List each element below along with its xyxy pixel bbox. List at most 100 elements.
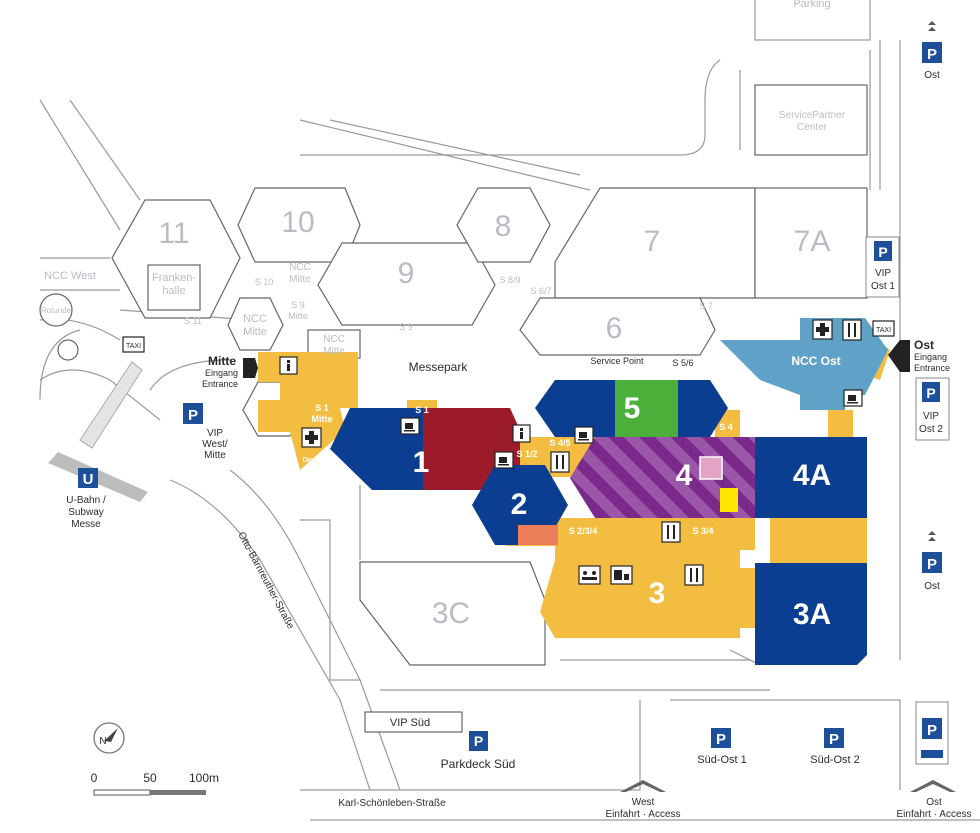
operation-label-2: Center: [308, 465, 330, 472]
coffee-icon-ost[interactable]: [843, 389, 863, 407]
ost-access[interactable]: Ost Einfahrt · Access: [896, 780, 972, 820]
frankenhalle-box: [147, 264, 201, 311]
restaurant-icon-2[interactable]: [661, 521, 681, 543]
ost-eingang: Eingang: [914, 352, 947, 362]
franken-label-2: halle: [162, 285, 185, 297]
coffee-icon-3[interactable]: [574, 426, 594, 444]
ubahn-ramp: [79, 361, 143, 449]
parking-sued-ost1[interactable]: P Süd-Ost 1: [697, 728, 747, 766]
svg-text:P: P: [927, 556, 937, 573]
street-otto-label: Otto-Bärnreuther-Straße: [235, 530, 296, 631]
svg-text:P: P: [188, 407, 198, 424]
ncc-mitte-hex: [227, 297, 284, 351]
taxi-sign-ost[interactable]: TAXI: [872, 320, 895, 337]
svg-text:P: P: [474, 733, 483, 749]
restaurant-icon-1[interactable]: [550, 451, 570, 473]
coffee-icon-2[interactable]: [494, 451, 514, 469]
info-icon-center[interactable]: [512, 424, 531, 443]
passage-s1-mitte-a: S 1: [315, 403, 329, 413]
passage-s45: S 4/5: [549, 438, 570, 448]
ncc-mitte-a: NCC: [243, 313, 267, 325]
ubahn-sign[interactable]: U U-Bahn / Subway Messe: [66, 468, 106, 530]
ncc-west-label: NCC West: [44, 270, 96, 282]
parking-vip-west[interactable]: P VIP West/ Mitte: [183, 403, 228, 461]
hall-3a-shape: [755, 563, 867, 665]
service-point-label: Service Point: [590, 356, 644, 366]
operation-label-1: Operation: [302, 457, 335, 464]
svg-text:P: P: [829, 731, 839, 748]
passage-s10: S 10: [255, 277, 274, 287]
svg-text:VIP: VIP: [207, 428, 223, 439]
press-icon[interactable]: [610, 565, 633, 585]
hall-3a-label: 3A: [793, 598, 831, 631]
west-access[interactable]: West Einfahrt · Access: [605, 780, 681, 820]
taxi-sign-west[interactable]: TAXI: [122, 336, 145, 353]
hall-4-pink: [699, 456, 723, 480]
ncc-ost-label: NCC Ost: [791, 354, 840, 368]
hall-11-label: 11: [158, 217, 189, 250]
first-aid-icon-ost[interactable]: [812, 319, 833, 340]
svg-text:West: West: [632, 797, 655, 808]
hall-7a-shape: [754, 187, 868, 299]
hall-3c-shape: [359, 561, 546, 666]
hall-4a-label: 4A: [793, 459, 831, 492]
restaurant-icon-ost[interactable]: [842, 319, 862, 341]
coffee-icon-1[interactable]: [400, 417, 420, 435]
restaurant-icon-3[interactable]: [684, 564, 704, 586]
parking-ost-mid[interactable]: P Ost: [922, 531, 942, 592]
svg-text:P: P: [926, 385, 935, 401]
parking-top-label: Parking: [793, 0, 830, 10]
parking-bus[interactable]: P: [915, 701, 949, 765]
hall-9-label: 9: [398, 257, 415, 290]
conference-icon[interactable]: [578, 565, 601, 585]
svg-text:Ost: Ost: [924, 581, 940, 592]
svg-text:Ost 1: Ost 1: [871, 281, 895, 292]
hall-3c-label: 3C: [432, 597, 470, 630]
first-aid-icon-mitte[interactable]: [301, 427, 322, 448]
ost-title: Ost: [914, 338, 934, 352]
svg-text:U: U: [83, 471, 94, 488]
passage-s1: S 1: [415, 405, 429, 415]
info-icon-mitte[interactable]: [279, 356, 298, 375]
passage-s9-mitte-a: S 9: [291, 300, 305, 310]
ncc-mitte-b: Mitte: [243, 326, 267, 338]
svg-text:0: 0: [91, 771, 98, 785]
passage-s9: S 9: [399, 322, 413, 332]
svg-text:P: P: [716, 731, 726, 748]
street-karl-label: Karl-Schönleben-Straße: [338, 798, 446, 809]
area-labels: Parking ServicePartner Center NCC West F…: [44, 0, 846, 472]
small-circle: [57, 339, 79, 361]
svg-text:TAXI: TAXI: [876, 327, 891, 334]
parkdeck-sued[interactable]: P Parkdeck Süd: [441, 731, 516, 771]
ncc-ost-shape: [720, 318, 888, 410]
parking-sued-ost2[interactable]: P Süd-Ost 2: [810, 728, 860, 766]
svg-text:50: 50: [143, 771, 157, 785]
parking-vip-ost2[interactable]: P VIP Ost 2: [915, 377, 950, 441]
svg-text:P: P: [927, 722, 937, 739]
rotunde-label: Rotunde: [41, 306, 72, 315]
hall-6-label: 6: [606, 312, 623, 345]
franken-label-1: Franken-: [152, 272, 196, 284]
ost-entrance-arrow[interactable]: [888, 340, 910, 372]
hall-4-yellow: [720, 488, 738, 512]
passage-s4: S 4: [719, 422, 733, 432]
hall-8-shape: [456, 187, 551, 263]
ncc-mitte-box-b: Mitte: [323, 346, 345, 357]
passage-s67: S 6/7: [530, 286, 551, 296]
hall-5-label: 5: [624, 392, 641, 425]
svg-text:VIP: VIP: [875, 268, 891, 279]
svg-text:Einfahrt · Access: Einfahrt · Access: [896, 809, 971, 820]
svg-text:U-Bahn /: U-Bahn /: [66, 495, 106, 506]
svg-text:Subway: Subway: [68, 507, 104, 518]
passage-s9-mitte-b: Mitte: [288, 311, 308, 321]
hall-11-shape: [111, 199, 241, 319]
passage-s12: S 1/2: [516, 449, 537, 459]
servicepartner-center: [754, 84, 868, 156]
hall-7a-label: 7A: [794, 225, 831, 258]
passage-s1-mitte-b: Mitte: [312, 414, 333, 424]
mitte-entrance-arrow[interactable]: [243, 358, 258, 378]
parking-vip-ost1[interactable]: P VIP Ost 1: [865, 236, 900, 298]
parking-ost-top[interactable]: P Ost: [922, 21, 942, 81]
